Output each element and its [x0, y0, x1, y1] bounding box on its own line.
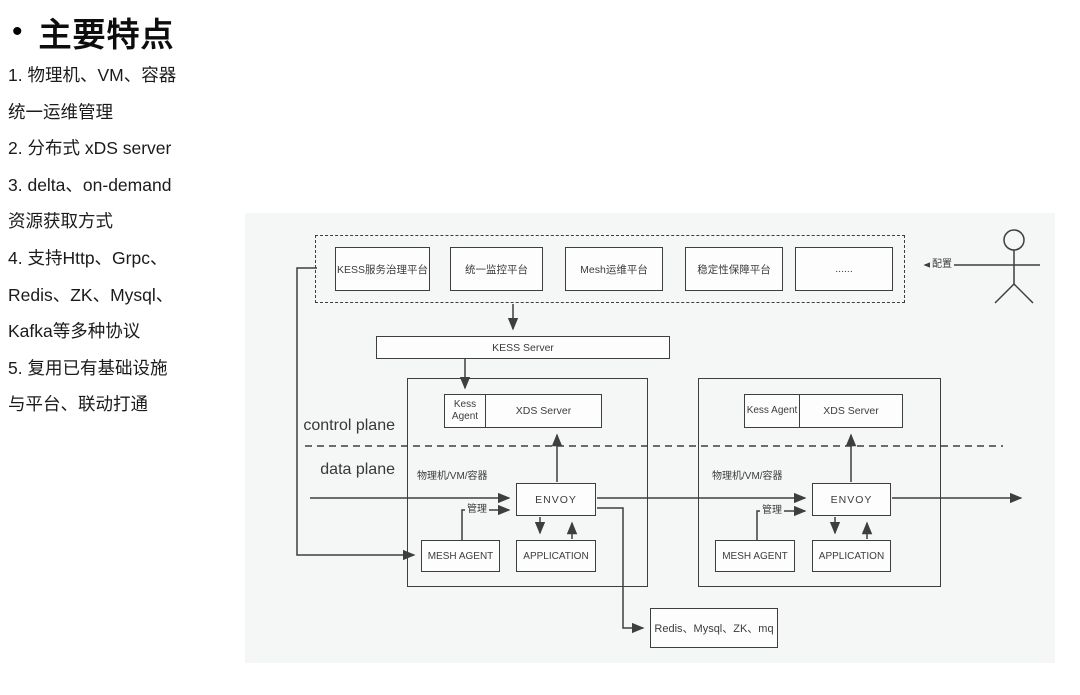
host-label-right: 物理机/VM/容器 — [712, 471, 783, 482]
platform-box-mesh-ops: Mesh运维平台 — [565, 247, 663, 291]
kess-agent-cell: Kess Agent — [745, 395, 800, 427]
agent-xds-box-left: Kess Agent XDS Server — [444, 394, 602, 428]
platform-box-stability: 稳定性保障平台 — [685, 247, 783, 291]
xds-server-cell: XDS Server — [515, 405, 572, 417]
feature-line: 1. 物理机、VM、容器 — [8, 65, 177, 85]
agent-xds-box-right: Kess Agent XDS Server — [744, 394, 903, 428]
host-label-left: 物理机/VM/容器 — [417, 471, 488, 482]
kess-server-box: KESS Server — [376, 336, 670, 359]
feature-line: 统一运维管理 — [8, 101, 113, 122]
cluster-box-right — [698, 378, 941, 587]
application-box-left: APPLICATION — [516, 540, 596, 572]
platform-box-more: ...... — [795, 247, 893, 291]
kess-agent-cell: Kess Agent — [445, 395, 486, 427]
config-label: 配置 — [930, 259, 954, 271]
platform-box-monitoring: 统一监控平台 — [450, 247, 543, 291]
feature-line: 与平台、联动打通 — [8, 394, 148, 415]
feature-line: 2. 分布式 xDS server — [8, 138, 172, 159]
data-plane-label: data plane — [320, 461, 395, 478]
feature-line: Redis、ZK、Mysql、 — [8, 284, 174, 305]
feature-line: 资源获取方式 — [8, 211, 113, 232]
bullet-icon: • — [12, 15, 23, 48]
feature-line: 3. delta、on-demand — [8, 174, 172, 195]
feature-list: 1. 物理机、VM、容器 统一运维管理 2. 分布式 xDS server 3.… — [8, 57, 240, 423]
envoy-box-right: ENVOY — [812, 483, 891, 516]
feature-line: Kafka等多种协议 — [8, 321, 141, 342]
mesh-agent-box-right: MESH AGENT — [715, 540, 795, 572]
backend-box: Redis、Mysql、ZK、mq — [650, 608, 778, 648]
manage-label-left: 管理 — [465, 504, 489, 516]
page-title: • 主要特点 — [10, 8, 175, 56]
application-box-right: APPLICATION — [812, 540, 891, 572]
feature-line: 5. 复用已有基础设施 — [8, 357, 168, 378]
control-plane-label: control plane — [303, 417, 395, 434]
envoy-box-left: ENVOY — [516, 483, 596, 516]
manage-label-right: 管理 — [760, 505, 784, 517]
xds-server-cell: XDS Server — [823, 405, 879, 417]
page-title-text: 主要特点 — [38, 16, 175, 53]
feature-line: 4. 支持Http、Grpc、 — [8, 247, 168, 268]
mesh-agent-box-left: MESH AGENT — [421, 540, 500, 572]
platform-box-kess-governance: KESS服务治理平台 — [335, 247, 430, 291]
